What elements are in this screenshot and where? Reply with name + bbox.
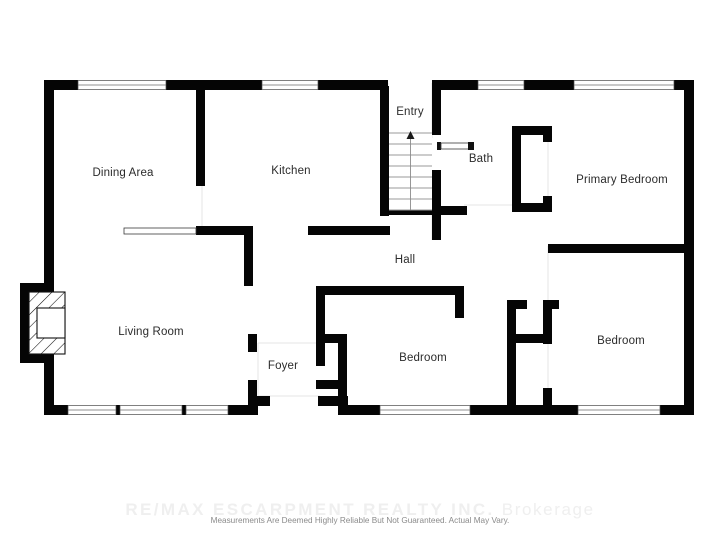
room-label-dining-area: Dining Area: [92, 167, 154, 179]
room-label-bedroom-right: Bedroom: [597, 335, 645, 347]
door-dining-area: [123, 227, 197, 235]
room-label-primary-bedroom: Primary Bedroom: [576, 174, 668, 186]
window-living-room-bottom-3: [185, 405, 229, 415]
window-bedroom-right-bottom: [577, 405, 661, 415]
door-opening-guides: [201, 83, 549, 405]
room-label-bedroom-middle: Bedroom: [399, 352, 447, 364]
window-dining-top: [77, 80, 167, 90]
staircase: [389, 131, 432, 211]
brokerage-suffix: Brokerage: [501, 500, 595, 519]
brokerage-watermark: RE/MAX ESCARPMENT REALTY INC. Brokerage: [0, 500, 720, 520]
window-bedroom-middle-bottom: [379, 405, 471, 415]
window-living-room-bottom-1: [67, 405, 117, 415]
room-label-foyer: Foyer: [268, 360, 298, 372]
room-labels: Dining Area Kitchen Entry Bath Primary B…: [92, 106, 667, 372]
room-label-living-room: Living Room: [118, 326, 184, 338]
room-label-bath: Bath: [469, 153, 493, 165]
fireplace: [28, 291, 66, 355]
window-primary-bedroom-top: [573, 80, 675, 90]
window-living-room-bottom-2: [119, 405, 183, 415]
window-kitchen-top: [261, 80, 319, 90]
brokerage-name: RE/MAX ESCARPMENT REALTY INC.: [125, 500, 495, 519]
interior-walls: [196, 86, 694, 406]
door-bath: [437, 142, 474, 150]
doors: [123, 142, 474, 235]
room-label-hall: Hall: [395, 254, 415, 266]
windows: [67, 80, 675, 415]
room-label-entry: Entry: [396, 106, 424, 118]
room-label-kitchen: Kitchen: [271, 165, 310, 177]
measurement-disclaimer: Measurements Are Deemed Highly Reliable …: [210, 516, 510, 525]
window-bath-top: [477, 80, 525, 90]
